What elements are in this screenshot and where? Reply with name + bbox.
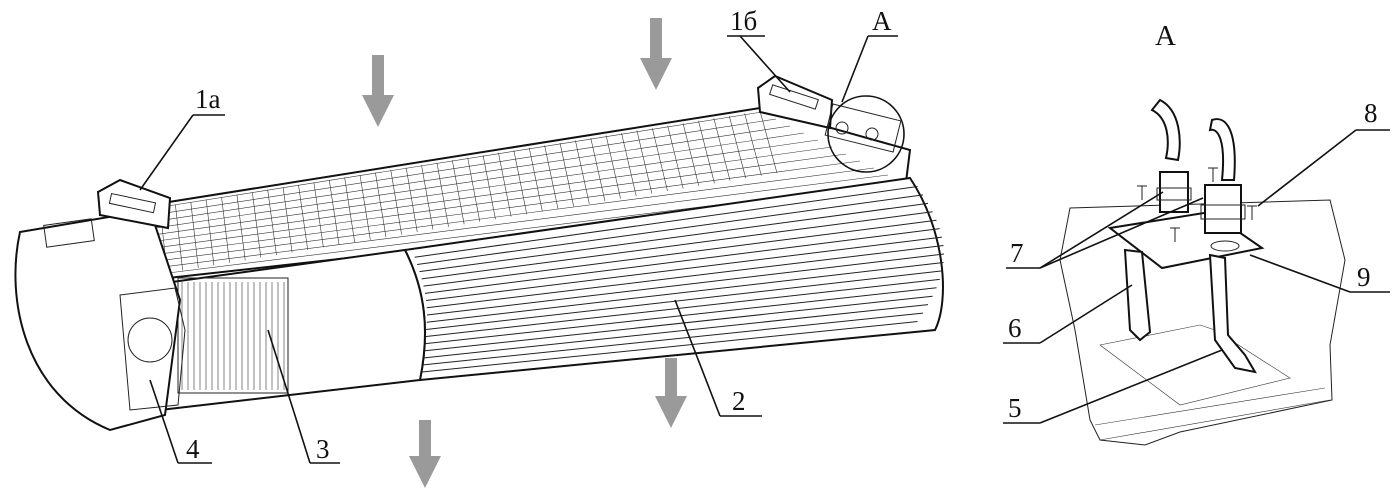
cable-gland-small-2	[865, 127, 879, 141]
detail-circle-a	[827, 95, 905, 173]
left-end-cap	[14, 208, 182, 432]
airflow-arrows	[362, 18, 687, 488]
label-6: 6	[1008, 313, 1022, 343]
leader-lines-main	[139, 35, 898, 464]
label-3: 3	[316, 434, 330, 464]
detail-base-sheet	[1059, 199, 1346, 446]
label-8: 8	[1364, 98, 1378, 128]
plate-hole	[1210, 240, 1240, 252]
label-a: А	[872, 6, 892, 36]
cable-gland-small-1	[835, 121, 849, 135]
gland-7a-nut	[1156, 187, 1192, 201]
screws-8	[1137, 167, 1257, 242]
detail-recess	[1099, 324, 1291, 406]
label-9: 9	[1357, 262, 1371, 292]
airflow-in-arrow-1	[362, 55, 394, 127]
air-curtain-unit	[14, 74, 945, 432]
fan-rotor	[177, 277, 289, 394]
motor-circle	[127, 317, 173, 363]
mount-bracket-1a	[96, 178, 172, 230]
front-cover-ribs	[414, 185, 945, 374]
fan-blades	[181, 282, 285, 390]
cable-gland-7a	[1159, 171, 1189, 213]
bracket-1a-slot	[108, 192, 157, 214]
label-5: 5	[1008, 393, 1022, 423]
cable-5	[1208, 253, 1257, 374]
cable-upper-1	[1150, 98, 1181, 162]
junction-box	[824, 103, 902, 153]
label-1b: 1б	[730, 6, 757, 36]
end-cap-plate	[43, 218, 95, 248]
label-1a: 1а	[195, 84, 221, 114]
label-7: 7	[1010, 238, 1024, 268]
airflow-out-arrow-2	[409, 420, 441, 488]
cable-gland-7b	[1204, 184, 1242, 234]
detail-a-view	[1059, 98, 1346, 446]
label-4: 4	[186, 434, 200, 464]
mount-bracket-1b	[756, 74, 834, 130]
detail-title: А	[1155, 20, 1176, 52]
bracket-1b-slot	[768, 84, 820, 110]
leader-lines-detail	[1003, 129, 1390, 424]
label-2: 2	[732, 386, 746, 416]
gland-7b-nut	[1200, 204, 1246, 220]
cable-upper-2	[1208, 118, 1236, 181]
airflow-in-arrow-2	[640, 18, 672, 90]
cable-6	[1123, 248, 1152, 342]
airflow-out-arrow-1	[655, 358, 687, 428]
motor-bracket	[119, 287, 186, 411]
